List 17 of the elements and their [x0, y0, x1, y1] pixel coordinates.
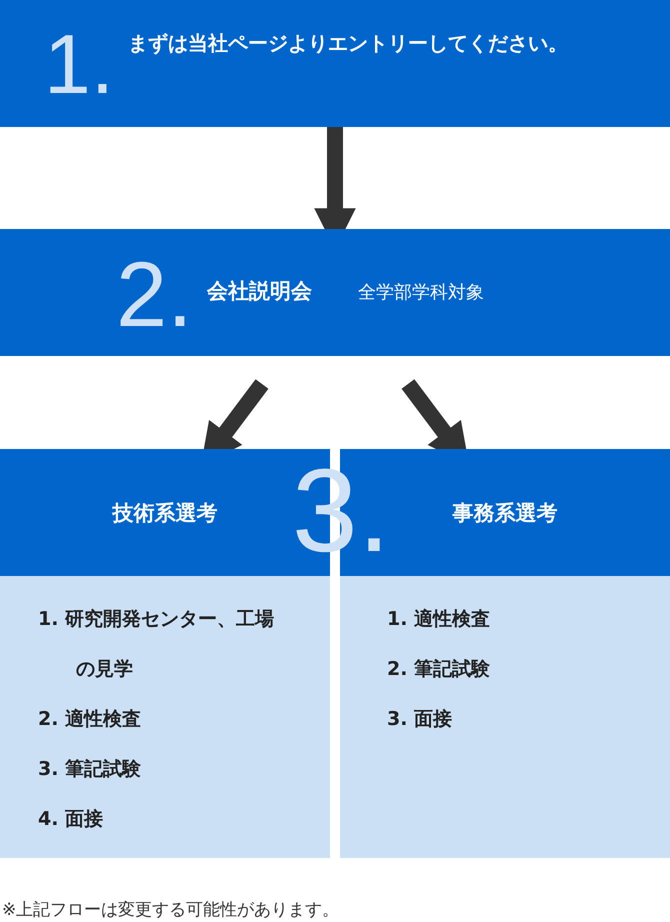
panel-heading: 事務系選考 — [452, 500, 558, 526]
list-item: 4. 面接 — [38, 807, 104, 832]
footnote: ※上記フローは変更する可能性があります。 — [2, 899, 340, 921]
step-box — [0, 229, 670, 356]
step-instruction: まずは当社ページよりエントリーしてください。 — [128, 30, 569, 57]
list-item: 3. 筆記試験 — [38, 757, 142, 782]
list-item: 2. 筆記試験 — [387, 657, 492, 682]
list-item: 3. 面接 — [387, 707, 454, 732]
step-number: 2. — [116, 249, 193, 341]
step-title: 会社説明会 — [207, 278, 312, 305]
panel-heading: 技術系選考 — [112, 500, 218, 526]
list-item: 1. 研究開発センター、工場の見学 — [38, 607, 276, 682]
step-number: 1. — [44, 22, 114, 106]
list-item: 1. 適性検査 — [387, 607, 492, 632]
step-box — [0, 0, 670, 127]
list-item: 2. 適性検査 — [38, 707, 142, 732]
step-note: 全学部学科対象 — [358, 281, 484, 304]
